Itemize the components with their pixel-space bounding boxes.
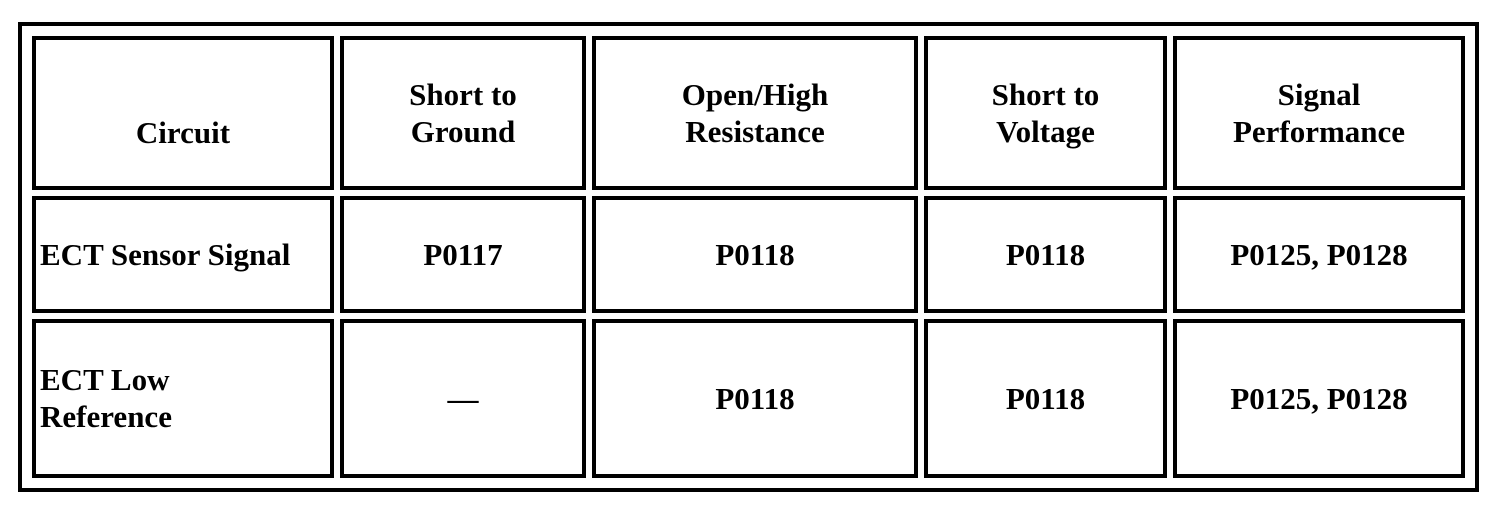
header-open-high-resistance-line-2: Resistance — [685, 114, 825, 149]
header-signal-performance-line-1: Signal — [1277, 77, 1361, 112]
header-signal-performance: Signal Performance — [1173, 36, 1465, 190]
cell-signal-performance: P0125, P0128 — [1173, 196, 1465, 313]
cell-short-to-ground: P0117 — [340, 196, 586, 313]
header-row: Circuit Short to Ground Open/High Resist… — [32, 36, 1465, 190]
cell-short-to-voltage: P0118 — [924, 196, 1167, 313]
cell-circuit: ECT Low Reference — [32, 318, 334, 478]
header-short-to-ground-line-1: Short to — [409, 77, 517, 112]
header-short-to-ground: Short to Ground — [340, 36, 586, 190]
cell-circuit-line-2: Reference — [40, 399, 172, 435]
header-signal-performance-line-2: Performance — [1232, 114, 1406, 149]
cell-circuit-line-1: ECT Sensor Signal — [40, 236, 291, 272]
table-row: ECT Low Reference — P0118 P0118 P0125, P… — [32, 318, 1465, 478]
cell-open-high-resistance: P0118 — [592, 318, 918, 478]
cell-circuit: ECT Sensor Signal — [32, 196, 334, 313]
dtc-circuit-table: Circuit Short to Ground Open/High Resist… — [18, 22, 1479, 492]
cell-short-to-voltage: P0118 — [924, 318, 1167, 478]
cell-signal-performance: P0125, P0128 — [1173, 318, 1465, 478]
cell-short-to-ground: — — [340, 318, 586, 478]
header-short-to-ground-line-2: Ground — [410, 114, 516, 149]
header-open-high-resistance: Open/High Resistance — [592, 36, 918, 190]
header-circuit: Circuit — [32, 36, 334, 190]
header-short-to-voltage-line-2: Voltage — [996, 114, 1095, 149]
table-row: ECT Sensor Signal P0117 P0118 P0118 P012… — [32, 196, 1465, 313]
cell-open-high-resistance: P0118 — [592, 196, 918, 313]
header-open-high-resistance-line-1: Open/High — [681, 77, 829, 112]
header-short-to-voltage: Short to Voltage — [924, 36, 1167, 190]
cell-circuit-line-1: ECT Low — [40, 362, 170, 398]
header-short-to-voltage-line-1: Short to — [991, 77, 1100, 112]
header-circuit-line-1: Circuit — [135, 114, 231, 150]
